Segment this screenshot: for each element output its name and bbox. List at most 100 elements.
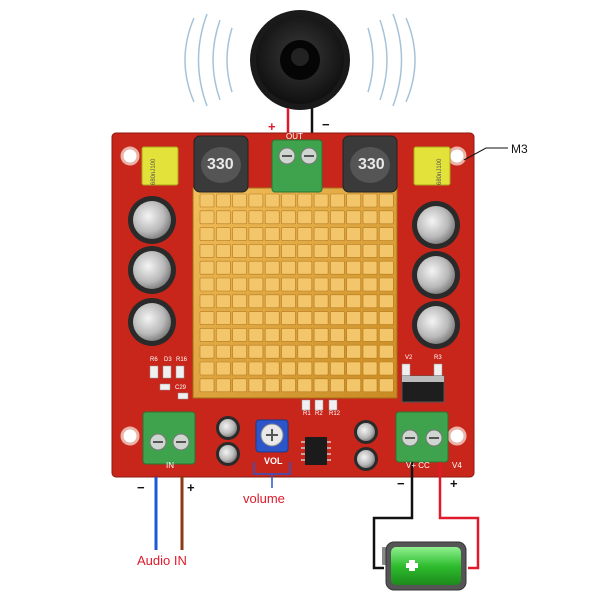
heatsink-fin [297,244,313,258]
heatsink-fin [248,277,264,292]
heatsink-fin [232,311,247,325]
heatsink-fin [313,361,329,376]
silk-r16: R16 [176,357,188,363]
silk-in: IN [166,461,174,470]
capacitors-left [128,196,176,346]
heatsink-fin [281,277,296,292]
heatsink-fin [264,210,280,225]
heatsink-fin [362,227,378,241]
heatsink-fin [378,193,394,208]
heatsink-fin [264,294,280,309]
volume-bracket [253,462,291,488]
heatsink-fin [264,311,280,325]
heatsink-fin [378,227,394,241]
heatsink-fin [248,311,264,325]
heatsink-fin [313,311,329,325]
heatsink-fin [330,193,345,208]
heatsink-fin [248,227,264,241]
m3-leader [463,147,508,161]
heatsink-fin [281,244,296,258]
inductor-left-value: 330 [207,156,234,173]
heatsink-fin [199,277,215,292]
heatsink-fin [264,344,280,359]
heatsink-fin [313,260,329,275]
power-terminal [395,411,449,463]
capacitors-bottom [216,416,378,471]
heatsink-fin [297,344,313,359]
silk-r1: R1 [303,411,311,417]
heatsink-fin [199,193,215,208]
heatsink-fin [330,260,345,275]
power-minus-label: − [397,476,405,491]
heatsink-fin [378,361,394,376]
battery-icon [382,541,467,591]
heatsink-fin [248,244,264,258]
potentiometer-icon[interactable] [255,419,289,453]
silk-r12: R12 [329,411,341,417]
heatsink-fin [346,227,362,241]
heatsink-fin [378,294,394,309]
heatsink-fin [330,361,345,376]
heatsink-fin [232,227,247,241]
heatsink-fin [313,328,329,342]
heatsink-fin [232,344,247,359]
input-plus-label: + [187,480,195,495]
heatsink-fin [378,277,394,292]
heatsink-fin [232,193,247,208]
output-terminal [271,139,323,193]
heatsink-fin [297,361,313,376]
heatsink-fin [248,328,264,342]
heatsink-fin [216,311,231,325]
audio-wires [154,477,184,550]
heatsink-fin [330,294,345,309]
heatsink-fin [264,361,280,376]
capacitors-right [412,201,460,349]
heatsink-fin [313,344,329,359]
heatsink-fin [330,227,345,241]
heatsink-fin [216,244,231,258]
heatsink-fin [216,277,231,292]
heatsink-fin [232,378,247,393]
heatsink-fin [362,210,378,225]
heatsink-fin [313,378,329,393]
heatsink-fin [297,260,313,275]
heatsink-fin [346,311,362,325]
heatsink-fin [264,328,280,342]
heatsink-fin [378,260,394,275]
m3-label: M3 [511,142,528,156]
heatsink-fin [216,260,231,275]
heatsink-fin [346,378,362,393]
regulator-chip [401,375,445,403]
heatsink-fin [232,277,247,292]
heatsink-fin [216,210,231,225]
heatsink-fin [281,361,296,376]
silk-v2: V2 [405,355,413,361]
silk-r6: R6 [150,357,158,363]
inductor-left [193,135,249,193]
heatsink-fin [313,227,329,241]
heatsink-fin [199,260,215,275]
heatsink-fins [199,193,394,393]
heatsink-fin [281,378,296,393]
heatsink-fin [313,210,329,225]
heatsink-fin [330,277,345,292]
input-terminal [142,411,196,465]
heatsink-fin [281,328,296,342]
heatsink-fin [346,294,362,309]
heatsink-fin [199,227,215,241]
heatsink-fin [362,193,378,208]
silk-r3: R3 [434,355,442,361]
heatsink-fin [232,260,247,275]
heatsink-fin [281,294,296,309]
heatsink-fin [216,378,231,393]
heatsink-fin [297,210,313,225]
heatsink-fin [362,294,378,309]
heatsink-fin [330,210,345,225]
heatsink-fin [248,193,264,208]
silk-r2: R2 [315,411,323,417]
heatsink-fin [330,344,345,359]
heatsink-fin [297,378,313,393]
heatsink-fin [216,344,231,359]
